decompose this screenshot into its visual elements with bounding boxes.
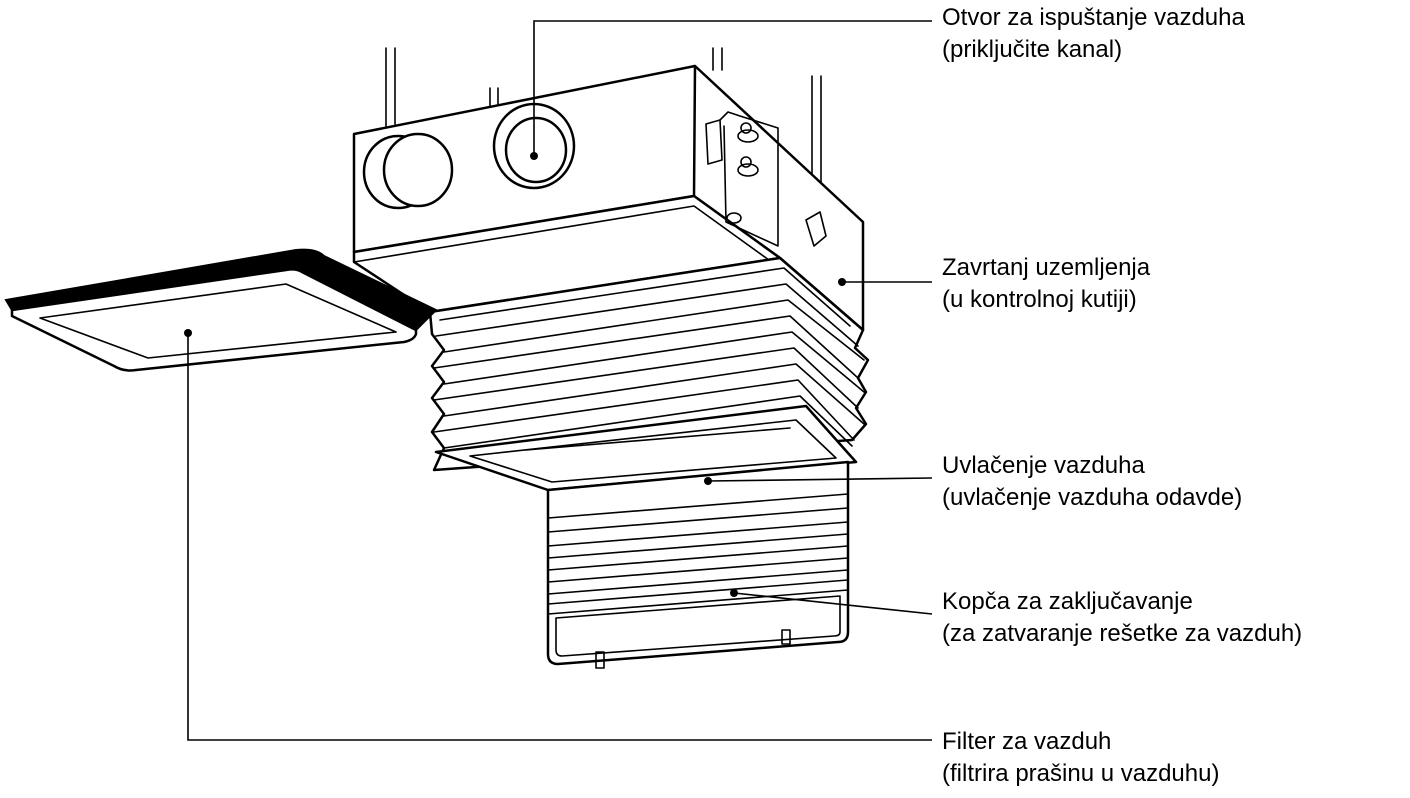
callout-ground: Zavrtanj uzemljenja (u kontrolnoj kutiji…	[942, 252, 1150, 316]
callout-intake-title: Uvlačenje vazduha	[942, 452, 1145, 479]
callout-filter: Filter za vazduh (filtrira prašinu u vaz…	[942, 726, 1219, 790]
callout-latch: Kopča za zaključavanje (za zatvaranje re…	[942, 586, 1302, 650]
callout-filter-note: (filtrira prašinu u vazduhu)	[942, 760, 1220, 787]
intake-frame	[434, 404, 858, 492]
callout-outlet: Otvor za ispuštanje vazduha (priključite…	[942, 2, 1245, 66]
callout-intake-note: (uvlačenje vazduha odavde)	[942, 484, 1243, 511]
callout-outlet-title: Otvor za ispuštanje vazduha	[942, 4, 1245, 31]
callout-ground-title: Zavrtanj uzemljenja	[942, 254, 1151, 281]
air-filter-panel	[4, 248, 438, 372]
callout-filter-title: Filter za vazduh	[942, 728, 1112, 755]
intake-grille	[546, 460, 850, 669]
control-box	[705, 111, 827, 247]
callout-outlet-note: (priključite kanal)	[942, 36, 1123, 63]
leader-lines	[184, 20, 933, 741]
callout-latch-title: Kopča za zaključavanje	[942, 588, 1193, 615]
callout-ground-note: (u kontrolnoj kutiji)	[942, 286, 1137, 313]
callout-intake: Uvlačenje vazduha (uvlačenje vazduha oda…	[942, 450, 1242, 514]
callout-latch-note: (za zatvaranje rešetke za vazduh)	[942, 620, 1303, 647]
